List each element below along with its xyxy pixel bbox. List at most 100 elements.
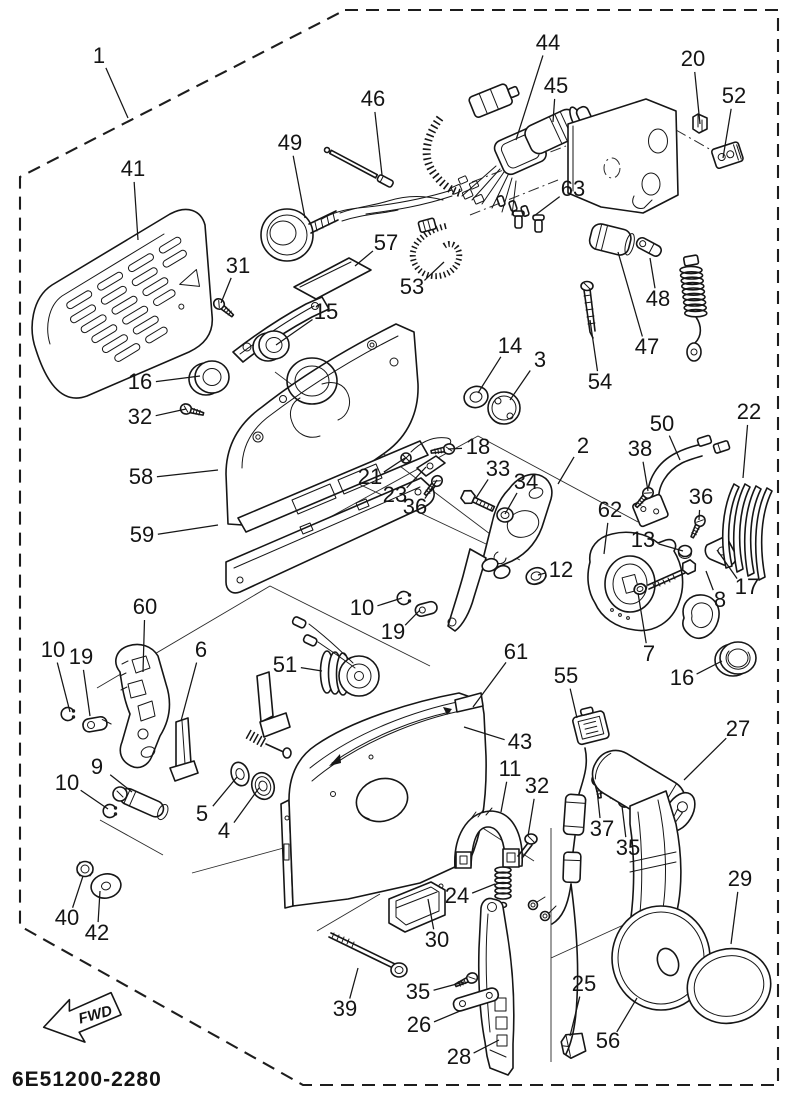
part-35-screw-bottom — [452, 970, 480, 991]
crank-arm — [447, 548, 511, 632]
callout-leader-32 — [527, 798, 535, 837]
part-9-rod — [112, 786, 169, 821]
callout-leader-2 — [557, 456, 575, 485]
part-16-grommet-lower — [714, 641, 757, 677]
fwd-arrow: FWD — [42, 991, 122, 1043]
callout-label-35: 35 — [616, 835, 640, 860]
callout-leader-56 — [616, 997, 638, 1033]
callout-leader-36 — [698, 509, 701, 521]
part-14-washer — [463, 385, 489, 409]
callout-leader-59 — [157, 524, 219, 535]
callout-label-44: 44 — [536, 30, 560, 55]
part-60-cam-plate — [115, 643, 171, 769]
callout-label-10: 10 — [41, 637, 65, 662]
callout-leader-16 — [696, 660, 723, 675]
callout-label-19: 19 — [69, 644, 93, 669]
callout-leader-49 — [292, 155, 306, 219]
part-43-latch-strip — [454, 692, 484, 713]
part-44-45-main-switch-harness — [321, 83, 594, 220]
part-10-clip-left — [60, 706, 76, 722]
callout-leader-63 — [533, 196, 561, 217]
callout-label-50: 50 — [650, 411, 674, 436]
callout-label-55: 55 — [554, 663, 578, 688]
callout-label-54: 54 — [588, 369, 612, 394]
part-41-grille-plate — [31, 208, 214, 399]
part-33-bolt — [460, 489, 496, 512]
callout-label-7: 7 — [643, 641, 655, 666]
callout-label-57: 57 — [374, 230, 398, 255]
part-15-grommet — [252, 330, 290, 362]
callout-label-16: 16 — [670, 665, 694, 690]
callout-leader-15 — [275, 318, 313, 346]
callout-leader-21 — [383, 457, 406, 473]
callout-label-42: 42 — [85, 920, 109, 945]
callout-label-2: 2 — [577, 433, 589, 458]
part-8-bolt — [647, 559, 697, 590]
callout-label-24: 24 — [445, 883, 469, 908]
callout-leader-12 — [537, 572, 546, 576]
part-5-washer — [230, 761, 250, 787]
callout-leader-46 — [374, 111, 383, 176]
part-22-spring-stack — [721, 483, 773, 581]
callout-label-60: 60 — [133, 594, 157, 619]
part-40-nut — [76, 860, 94, 878]
callout-label-62: 62 — [598, 497, 622, 522]
callout-label-12: 12 — [549, 557, 573, 582]
callout-label-29: 29 — [728, 866, 752, 891]
part-31-screw — [210, 295, 237, 321]
callout-label-32: 32 — [525, 773, 549, 798]
callout-leader-9 — [109, 774, 133, 793]
part-47-lanyard-cap — [588, 223, 635, 256]
callout-label-63: 63 — [561, 176, 585, 201]
part-58-housing — [225, 323, 429, 533]
callout-leader-23 — [406, 466, 427, 489]
callout-leader-57 — [354, 250, 374, 267]
callout-leader-37 — [596, 789, 601, 819]
part-34-washer — [496, 507, 514, 523]
callout-label-52: 52 — [722, 83, 746, 108]
part-62-drag-housing — [587, 531, 684, 632]
part-61-side-cover — [280, 692, 487, 909]
part-28-arm — [477, 897, 515, 1076]
callout-leader-48 — [649, 257, 656, 289]
callout-leader-24 — [471, 883, 496, 894]
callout-leader-29 — [730, 891, 739, 945]
callout-label-22: 22 — [737, 399, 761, 424]
callout-leader-61 — [472, 662, 507, 708]
part-6-lever-blades — [169, 671, 292, 782]
callout-label-26: 26 — [407, 1012, 431, 1037]
part-49-connector — [260, 195, 444, 262]
callout-label-25: 25 — [572, 971, 596, 996]
callout-leader-30 — [427, 898, 435, 930]
callout-label-13: 13 — [631, 527, 655, 552]
callout-label-20: 20 — [681, 46, 705, 71]
callout-label-49: 49 — [278, 130, 302, 155]
callout-leader-55 — [569, 688, 578, 719]
callout-label-18: 18 — [466, 434, 490, 459]
callout-label-4: 4 — [218, 818, 230, 843]
callout-label-45: 45 — [544, 73, 568, 98]
callout-leader-19 — [82, 669, 91, 717]
callout-label-41: 41 — [121, 156, 145, 181]
part-42-washer — [90, 873, 122, 899]
callout-label-38: 38 — [628, 436, 652, 461]
callout-label-6: 6 — [195, 637, 207, 662]
callout-label-59: 59 — [130, 522, 154, 547]
part-59-lower-cover — [225, 477, 435, 594]
callout-label-35: 35 — [406, 979, 430, 1004]
callout-leader-44 — [515, 55, 544, 141]
callout-leader-60 — [142, 619, 146, 673]
callout-label-23: 23 — [383, 482, 407, 507]
part-38-block-and-screw — [631, 484, 669, 528]
callout-leader-6 — [180, 662, 198, 722]
assembly-boundary-outline — [18, 8, 780, 1087]
part-50-friction-hose — [647, 434, 731, 503]
callout-label-9: 9 — [91, 754, 103, 779]
callout-leader-19 — [404, 609, 421, 626]
callout-label-21: 21 — [358, 464, 382, 489]
callout-label-53: 53 — [400, 274, 424, 299]
part-23-link — [416, 455, 446, 477]
part-25-plug — [560, 1032, 587, 1060]
